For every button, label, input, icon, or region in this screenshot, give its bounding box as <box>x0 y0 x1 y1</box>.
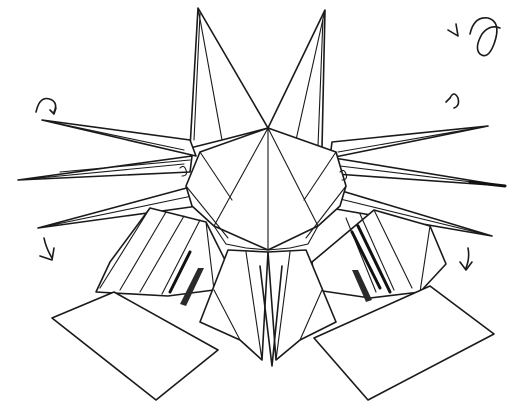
left-arm-flaps <box>96 208 226 306</box>
left-spike-upper <box>42 120 196 156</box>
top-right-point <box>268 10 325 148</box>
top-left-point <box>190 8 268 148</box>
turn-over-symbol <box>448 18 500 56</box>
left-foot-rectangle <box>52 292 218 400</box>
left-spike-middle <box>18 156 192 180</box>
right-foot-rectangle <box>314 286 494 400</box>
down-arrow-left <box>40 238 54 260</box>
right-spike-upper <box>330 126 488 158</box>
curved-arrow-left <box>36 99 56 115</box>
right-spike-middle <box>334 158 505 186</box>
down-arrow-right <box>460 248 472 270</box>
curved-arrow-right <box>446 94 459 108</box>
